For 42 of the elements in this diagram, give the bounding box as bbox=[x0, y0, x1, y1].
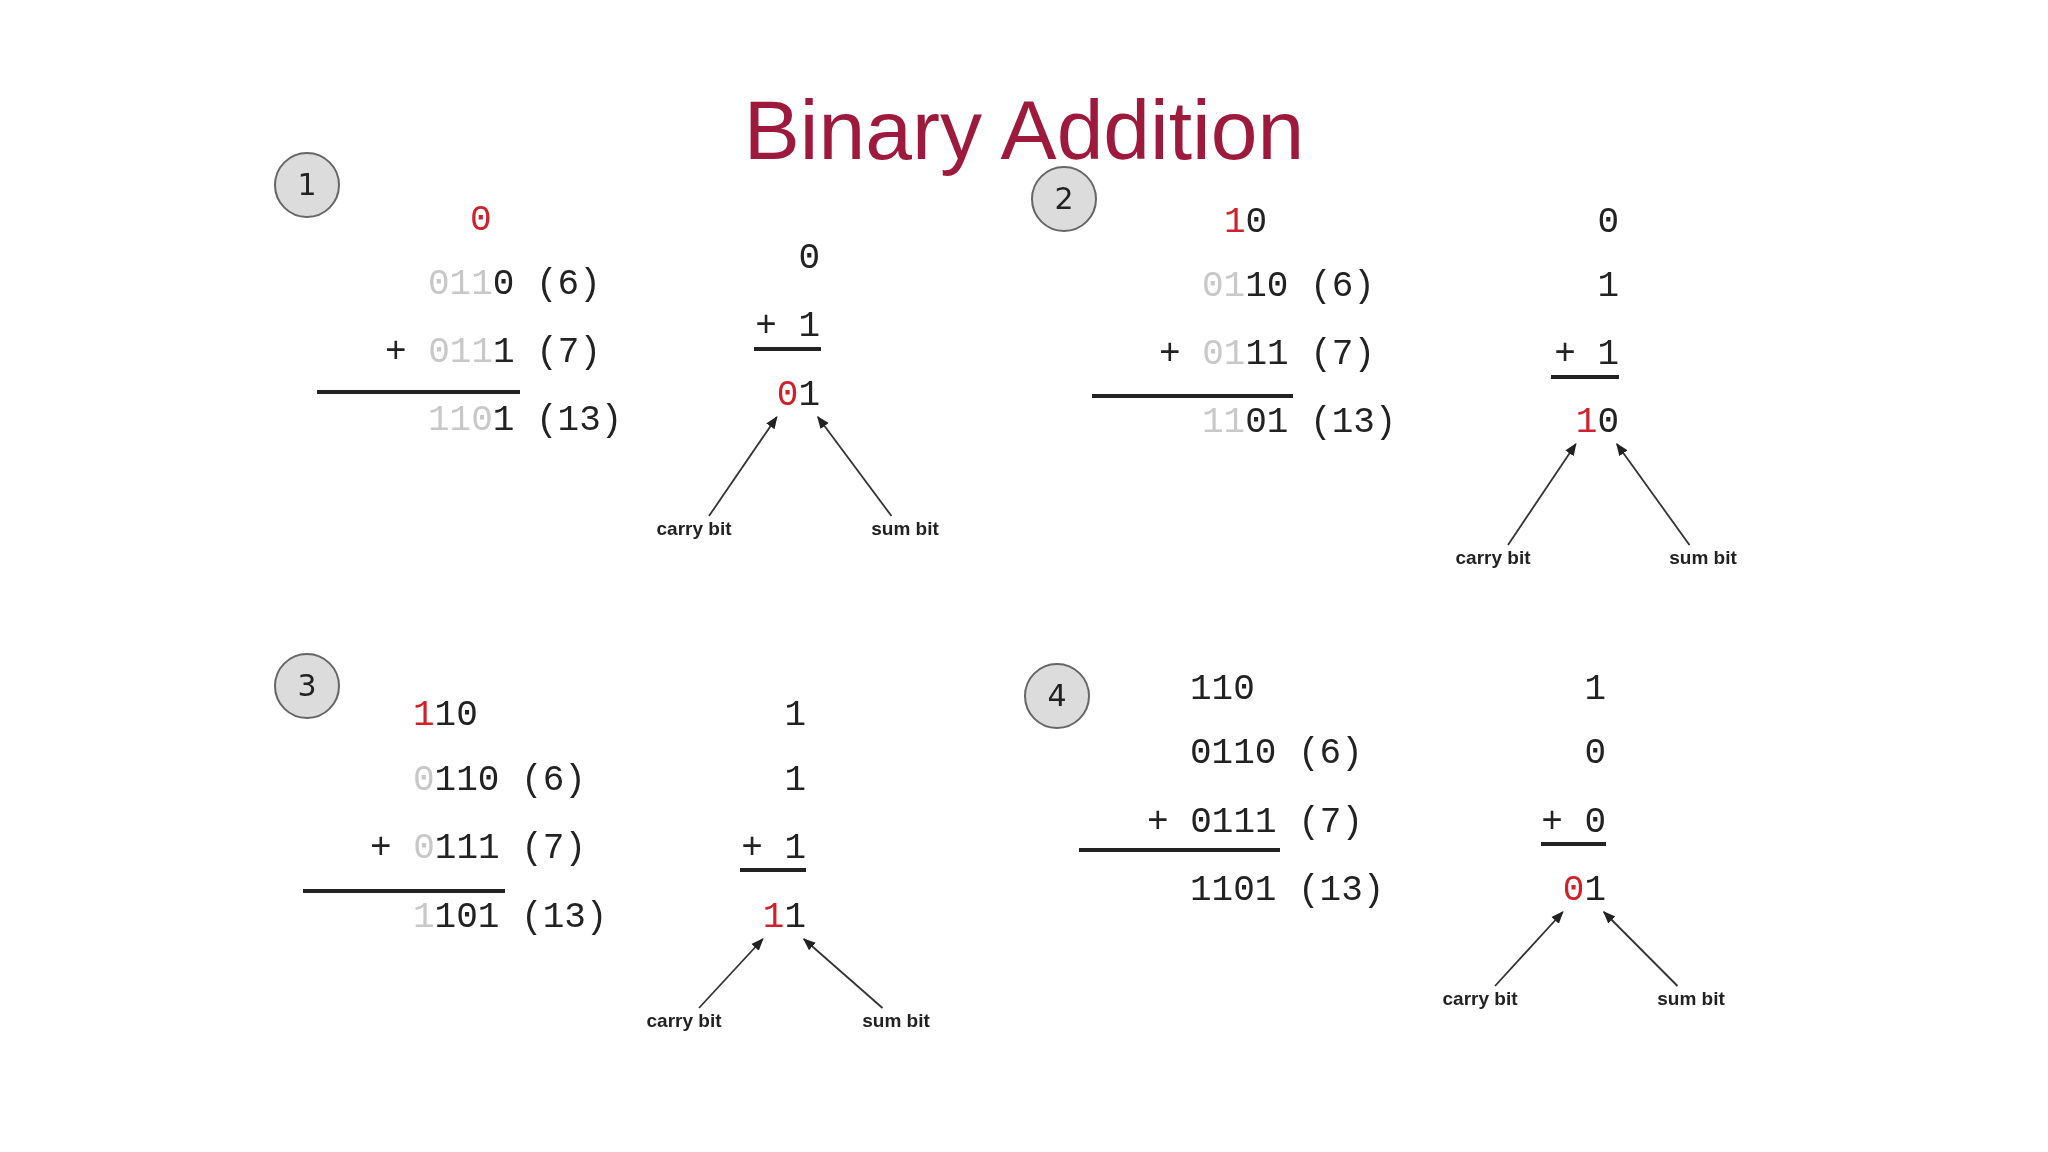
binary-number: 1 bbox=[784, 699, 806, 733]
binary-number: 1101 (13) bbox=[1190, 874, 1385, 908]
binary-number: 110 bbox=[413, 699, 478, 733]
binary-number: 110 bbox=[1190, 673, 1255, 707]
bit-caption: carry bit bbox=[1442, 988, 1518, 1010]
binary-number: + 0 bbox=[1541, 806, 1606, 840]
arrow bbox=[1602, 911, 1679, 987]
result-bits: 11 bbox=[762, 901, 806, 935]
binary-number: 0 bbox=[1584, 737, 1606, 771]
result-bits: 10 bbox=[1575, 406, 1619, 440]
arrow bbox=[802, 938, 884, 1009]
bit-caption: sum bit bbox=[1669, 547, 1737, 569]
binary-number: + 0111 (7) bbox=[1147, 806, 1364, 840]
arrow bbox=[708, 415, 778, 517]
binary-number: 1 bbox=[784, 764, 806, 798]
arrow bbox=[698, 938, 764, 1009]
binary-number: + 1 bbox=[1554, 338, 1619, 372]
binary-number: 0 bbox=[1597, 206, 1619, 240]
arrow bbox=[1615, 443, 1691, 546]
arrow bbox=[816, 416, 893, 517]
result-bits: 01 bbox=[1562, 874, 1606, 908]
bit-caption: sum bit bbox=[871, 518, 939, 540]
binary-number: 0110 (6) bbox=[1190, 737, 1363, 771]
binary-number: 0 bbox=[470, 204, 492, 238]
bit-caption: sum bit bbox=[862, 1010, 930, 1032]
bit-caption: carry bit bbox=[656, 518, 732, 540]
binary-number: 1 bbox=[1584, 673, 1606, 707]
binary-number: 1 bbox=[1597, 270, 1619, 304]
step-number-circle: 2 bbox=[1031, 166, 1097, 232]
step-number-circle: 3 bbox=[274, 653, 340, 719]
step-number-circle: 1 bbox=[274, 152, 340, 218]
step-number-circle: 4 bbox=[1024, 663, 1090, 729]
binary-number: 10 bbox=[1224, 206, 1268, 240]
bit-caption: carry bit bbox=[646, 1010, 722, 1032]
binary-number: + 1 bbox=[741, 832, 806, 866]
binary-number: 0 bbox=[798, 242, 820, 276]
arrow bbox=[1507, 442, 1577, 546]
bit-caption: carry bit bbox=[1455, 547, 1531, 569]
result-bits: 01 bbox=[776, 379, 820, 413]
arrow bbox=[1494, 911, 1564, 987]
bit-caption: sum bit bbox=[1657, 988, 1725, 1010]
binary-number: + 1 bbox=[755, 310, 820, 344]
